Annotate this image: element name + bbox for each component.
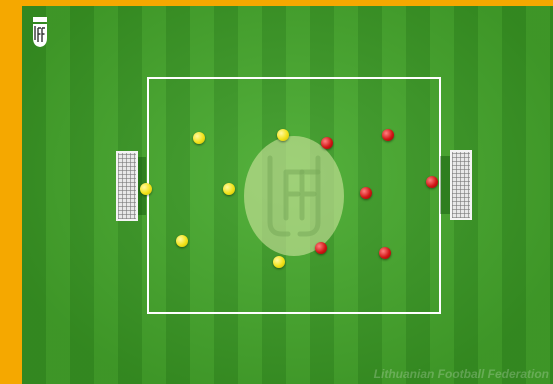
player-yellow[interactable] (223, 183, 235, 195)
player-yellow[interactable] (277, 129, 289, 141)
watermark-text: Lithuanian Football Federation (374, 367, 549, 381)
lff-crest-icon (32, 16, 48, 48)
player-yellow[interactable] (193, 132, 205, 144)
player-red[interactable] (379, 247, 391, 259)
player-yellow[interactable] (140, 183, 152, 195)
player-red[interactable] (315, 242, 327, 254)
goal-left (116, 151, 138, 221)
player-yellow[interactable] (176, 235, 188, 247)
goal-right (450, 150, 472, 220)
football-pitch: Lithuanian Football Federation (22, 6, 553, 384)
player-yellow[interactable] (273, 256, 285, 268)
drill-area-boundary (147, 77, 441, 314)
goal-shadow-right (440, 156, 450, 214)
player-red[interactable] (321, 137, 333, 149)
player-red[interactable] (382, 129, 394, 141)
player-red[interactable] (360, 187, 372, 199)
player-red[interactable] (426, 176, 438, 188)
